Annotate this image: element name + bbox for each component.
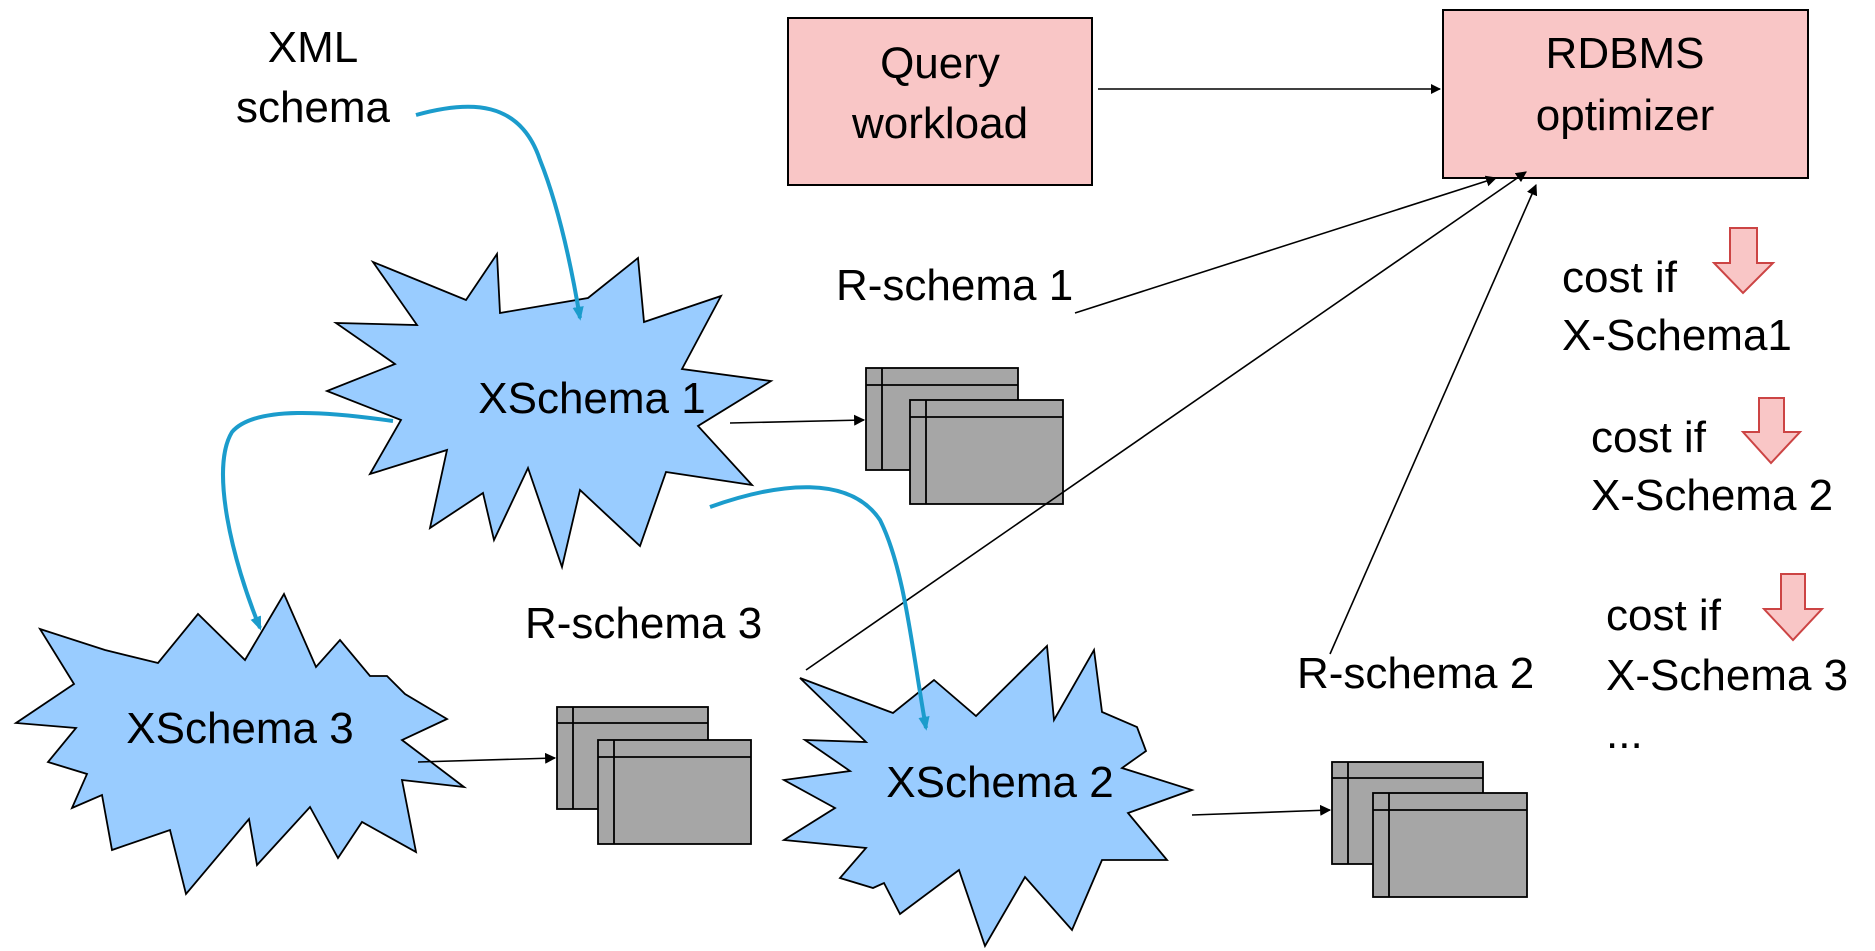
xschema-1-burst bbox=[324, 251, 774, 571]
cost-1-down-arrow-icon bbox=[1711, 227, 1776, 295]
query-workload-label-line2: workload bbox=[851, 99, 1028, 148]
rschema-2-to-optimizer-arrow bbox=[1329, 183, 1538, 655]
rschema-1-to-optimizer-arrow bbox=[1074, 175, 1498, 314]
cost-2-down-arrow-icon bbox=[1740, 397, 1803, 465]
cost-2-line2: X-Schema 2 bbox=[1591, 471, 1833, 520]
cost-3-down-arrow-icon bbox=[1761, 573, 1825, 642]
xml-schema-label-line2: schema bbox=[236, 83, 391, 132]
rdbms-optimizer-label-line2: optimizer bbox=[1536, 91, 1715, 140]
query-workload-label-line1: Query bbox=[880, 39, 1000, 88]
xschema-1-label: XSchema 1 bbox=[478, 374, 705, 423]
rschema-3-to-optimizer-arrow bbox=[805, 171, 1527, 671]
cost-list: cost if X-Schema1 cost if X-Schema 2 cos… bbox=[1562, 227, 1848, 758]
xschema-2-to-tables-arrow bbox=[1191, 804, 1332, 816]
table-front bbox=[909, 399, 1064, 505]
xml-schema-label-line1: XML bbox=[268, 23, 358, 72]
xml-to-xschema-1-curve bbox=[415, 104, 584, 321]
rschema-1-label: R-schema 1 bbox=[836, 261, 1073, 310]
rschema-2-label: R-schema 2 bbox=[1297, 649, 1534, 698]
table-stack-2 bbox=[1331, 761, 1528, 898]
xschema-3-label: XSchema 3 bbox=[126, 704, 353, 753]
xschema-1-to-xschema-2-curve bbox=[709, 485, 930, 731]
cost-2-line1: cost if bbox=[1591, 413, 1707, 462]
cost-3-line2: X-Schema 3 bbox=[1606, 651, 1848, 700]
table-front bbox=[597, 739, 752, 845]
table-stack-1 bbox=[865, 367, 1064, 505]
rdbms-optimizer-box bbox=[1442, 9, 1809, 179]
query-workload-box bbox=[787, 17, 1093, 186]
xschema-2-label: XSchema 2 bbox=[886, 758, 1113, 807]
xschema-3-burst bbox=[13, 592, 468, 896]
xschema-2-burst bbox=[781, 644, 1195, 949]
table-front bbox=[1372, 792, 1528, 898]
cost-1-line2: X-Schema1 bbox=[1562, 311, 1792, 360]
cost-ellipsis: ... bbox=[1606, 709, 1643, 758]
rschema-3-label: R-schema 3 bbox=[525, 599, 762, 648]
xschema-1-to-xschema-3-curve bbox=[221, 411, 394, 631]
cost-3-line1: cost if bbox=[1606, 591, 1722, 640]
cost-1-line1: cost if bbox=[1562, 253, 1678, 302]
rdbms-optimizer-label-line1: RDBMS bbox=[1546, 29, 1705, 78]
xschema-3-to-tables-arrow bbox=[417, 752, 557, 764]
table-stack-3 bbox=[556, 706, 752, 845]
xschema-1-to-tables-arrow bbox=[729, 414, 866, 426]
